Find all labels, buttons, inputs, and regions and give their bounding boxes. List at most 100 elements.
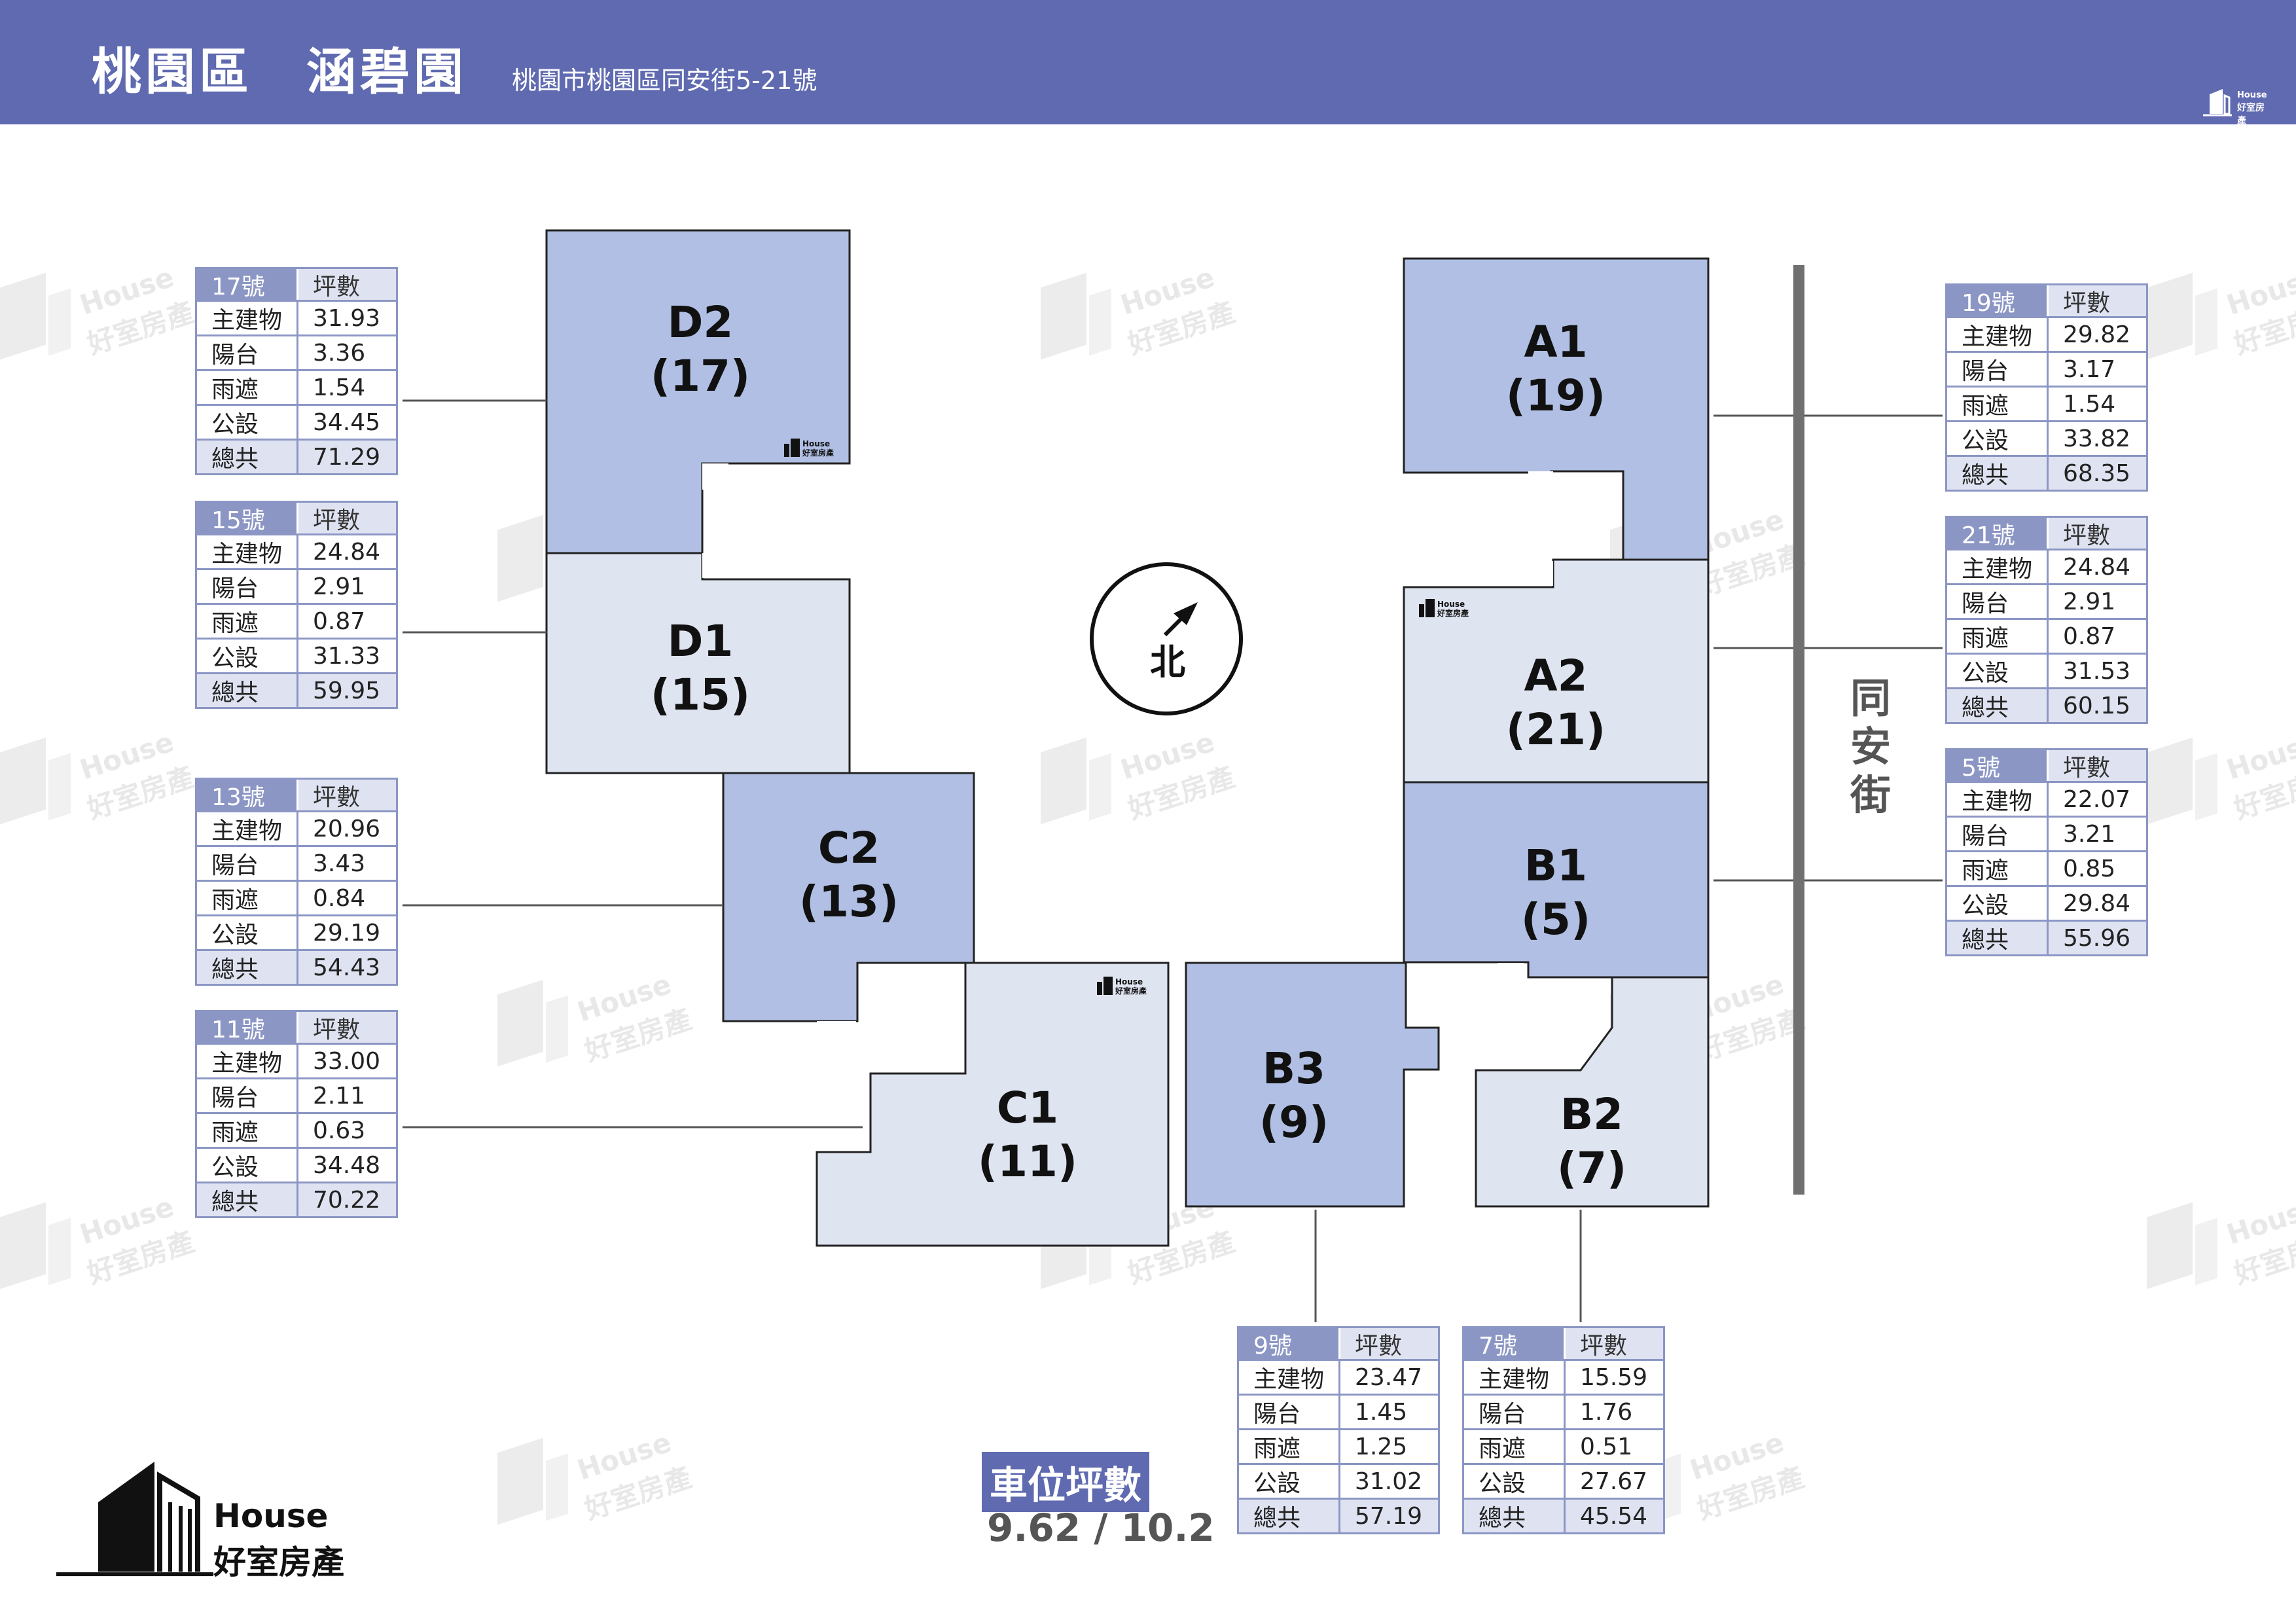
table-row-label: 陽台: [1239, 1396, 1340, 1428]
table-title: 15號: [197, 503, 298, 534]
table-row-value: 0.87: [313, 607, 366, 635]
compass-arrow-icon: [1163, 602, 1198, 637]
table-title: 5號: [1947, 750, 2049, 782]
table-col-header: 坪數: [1340, 1328, 1438, 1360]
table-title: 9號: [1239, 1328, 1340, 1360]
table-col-header: 坪數: [298, 503, 396, 534]
compass-label: 北: [1150, 641, 1185, 683]
table-row-label: 總共: [197, 1183, 298, 1216]
unit-number: (11): [978, 1136, 1077, 1187]
page-title: 桃園區 涵碧園: [92, 43, 467, 101]
table-row-value: 34.48: [313, 1151, 381, 1179]
header-logo-line1: House: [2237, 90, 2267, 100]
table-row-label: 陽台: [1947, 585, 2049, 618]
brand-logo: House 好室房產: [56, 1456, 357, 1581]
svg-text:好室房產: 好室房產: [1115, 986, 1147, 996]
unit-label: D1: [668, 616, 734, 666]
table-col-header: 坪數: [2049, 285, 2146, 317]
table-row-label: 陽台: [1947, 818, 2049, 850]
unit-number: (19): [1506, 370, 1605, 421]
header-logo-line2: 好室房產: [2237, 103, 2265, 126]
unit-label: A1: [1524, 317, 1587, 367]
table-row-value: 71.29: [298, 441, 396, 473]
parking-label: 車位坪數: [982, 1452, 1150, 1512]
table-row-label: 主建物: [197, 535, 298, 568]
unit-a1-shape: [1403, 257, 1710, 561]
svg-text:好室房產: 好室房產: [802, 448, 834, 458]
table-row-label: 公設: [1464, 1465, 1566, 1498]
table-header: 11號坪數: [195, 1010, 398, 1045]
table-row-label: 雨遮: [1947, 388, 2049, 420]
table-row-label: 陽台: [197, 1079, 298, 1112]
parking-value: 9.62 / 10.2: [987, 1506, 1215, 1550]
table-row: 雨遮 0.84: [195, 882, 398, 916]
table-row-label: 總共: [1947, 922, 2049, 954]
table-row-value: 3.43: [313, 850, 366, 877]
table-row-label: 主建物: [1947, 550, 2049, 583]
table-row-value: 60.15: [2049, 689, 2146, 722]
unit-label: A2: [1524, 651, 1587, 701]
table-header: 7號坪數: [1462, 1326, 1665, 1361]
table-row-label: 公設: [1947, 887, 2049, 920]
table-row-value: 68.35: [2049, 457, 2146, 490]
unit-logo: House 好室房產: [1097, 977, 1147, 996]
table-row-value: 55.96: [2049, 922, 2146, 954]
table-title: 21號: [1947, 518, 2049, 549]
table-col-header: 坪數: [298, 780, 396, 811]
unit-number: (15): [651, 670, 750, 720]
table-row-value: 3.36: [313, 339, 366, 367]
street-line: [1793, 265, 1804, 1195]
table-row-value: 0.84: [313, 884, 366, 912]
table-row-value: 34.45: [313, 408, 381, 436]
table-row-value: 0.87: [2063, 623, 2116, 650]
table-row-label: 陽台: [197, 336, 298, 369]
table-row-label: 雨遮: [1947, 852, 2049, 885]
table-row-value: 15.59: [1580, 1363, 1648, 1391]
brand-logo-line2: 好室房產: [213, 1543, 344, 1581]
table-row-value: 31.33: [313, 642, 381, 670]
table-row-value: 1.54: [313, 374, 366, 401]
table-row-label: 雨遮: [197, 882, 298, 914]
table-row-value: 33.00: [313, 1047, 381, 1075]
building-icon: [56, 1462, 213, 1576]
table-row-label: 雨遮: [197, 605, 298, 638]
unit-number: (13): [799, 876, 899, 927]
compass: 北: [1090, 562, 1243, 715]
table-row-label: 陽台: [1464, 1396, 1566, 1428]
table-row-label: 主建物: [1947, 318, 2049, 351]
table-row-label: 公設: [197, 640, 298, 672]
svg-text:House: House: [1115, 977, 1143, 986]
table-header: 19號坪數: [1945, 283, 2148, 318]
table-title: 11號: [197, 1012, 298, 1043]
table-title: 17號: [197, 269, 298, 300]
table-row-value: 31.02: [1355, 1468, 1423, 1495]
unit-c2-shape: [722, 772, 975, 1022]
table-header: 9號坪數: [1237, 1326, 1440, 1361]
table-col-header: 坪數: [298, 269, 396, 300]
table-col-header: 坪數: [2049, 518, 2146, 549]
table-row-value: 54.43: [298, 951, 396, 984]
unit-label: D2: [668, 297, 734, 348]
table-row-label: 公設: [197, 406, 298, 439]
table-title: 7號: [1464, 1328, 1566, 1360]
